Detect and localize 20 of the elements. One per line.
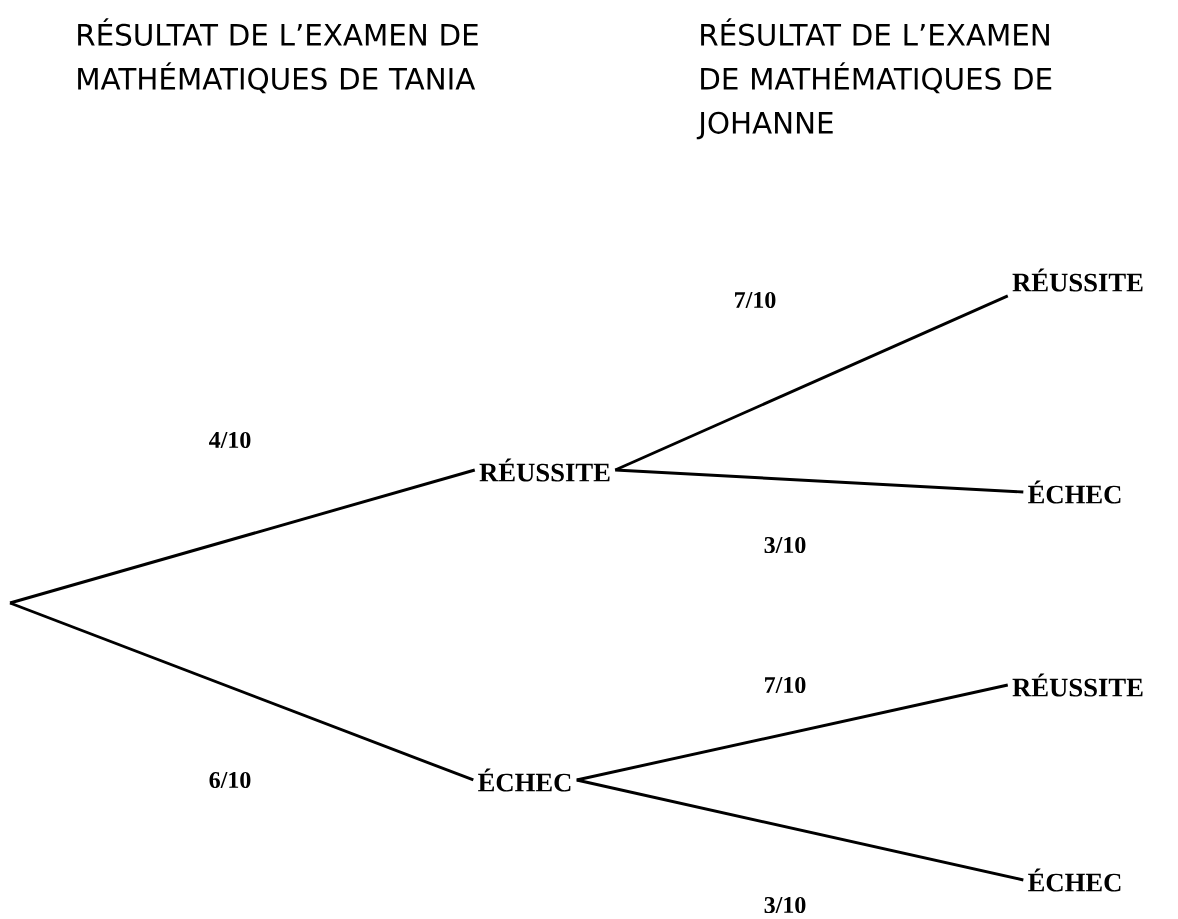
outcome-label: RÉUSSITE — [479, 458, 610, 482]
branch-line — [615, 468, 1024, 494]
outcome-label: ÉCHEC — [478, 768, 571, 792]
branch-line — [576, 683, 1009, 782]
branch-line — [614, 294, 1009, 472]
outcome-label: ÉCHEC — [1028, 480, 1121, 504]
outcome-label: RÉUSSITE — [1012, 268, 1143, 292]
probability-label: 6/10 — [209, 771, 251, 789]
probability-label: 3/10 — [764, 896, 806, 914]
branch-line — [9, 601, 474, 782]
probability-label: 4/10 — [209, 431, 251, 449]
probability-label: 7/10 — [735, 291, 776, 309]
outcome-label: ÉCHEC — [1028, 868, 1121, 892]
branch-line — [576, 778, 1024, 882]
branch-line — [9, 468, 476, 605]
outcome-label: RÉUSSITE — [1012, 673, 1143, 697]
probability-label: 3/10 — [764, 536, 806, 554]
column-heading: RÉSULTAT DE L’EXAMEN DE MATHÉMATIQUES DE JOHANNE — [696, 18, 1052, 140]
probability-label: 7/10 — [765, 676, 806, 694]
column-heading: RÉSULTAT DE L’EXAMEN DE MATHÉMATIQUES DE TANIA — [78, 18, 478, 94]
